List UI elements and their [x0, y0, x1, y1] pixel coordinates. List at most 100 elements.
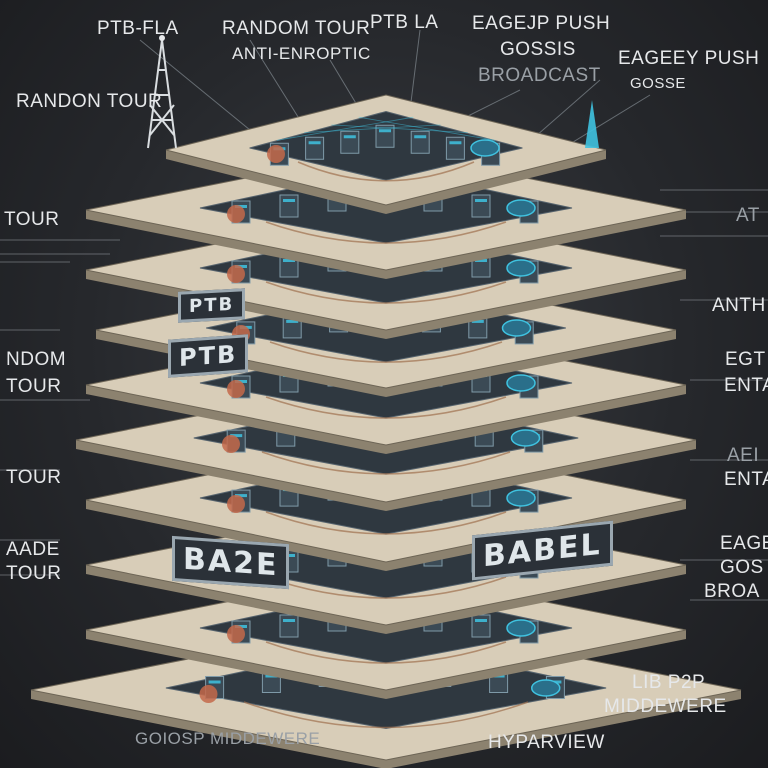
grid-line: [358, 116, 496, 141]
platform-layer: [165, 94, 607, 214]
rack-light: [208, 680, 221, 684]
copper-node-icon: [227, 205, 245, 223]
cable: [265, 221, 507, 244]
rack-light: [308, 141, 321, 145]
label-right-5: AEI: [727, 445, 760, 466]
dome-node-icon: [506, 374, 536, 392]
rack-light: [414, 135, 427, 139]
cable: [261, 451, 511, 475]
label-top-right-2: GOSSIS: [500, 39, 576, 60]
cable: [243, 701, 529, 729]
dome-node-icon: [501, 319, 532, 337]
label-top-far-right-1: EAGEEY PUSH: [618, 48, 760, 69]
cable: [265, 641, 507, 664]
connector-line: [559, 94, 651, 151]
rack-light: [475, 259, 487, 262]
rack-light: [235, 494, 247, 498]
label-bottom-right-2: MIDDEWERE: [604, 696, 727, 717]
server-rack-icon: [445, 136, 465, 160]
copper-node-icon: [267, 145, 285, 163]
server-rack-icon: [305, 136, 325, 160]
cable: [269, 341, 503, 363]
server-rack-icon: [471, 194, 491, 218]
label-left-7: TOUR: [6, 563, 62, 584]
rack-light: [235, 380, 247, 383]
grid-line: [331, 124, 468, 133]
connector-line: [139, 39, 251, 131]
label-top-center-1: RANDOM TOUR: [222, 18, 371, 39]
connector-line: [409, 29, 421, 111]
rack-light: [235, 625, 247, 628]
rack-light: [379, 129, 391, 133]
dome-node-icon: [510, 429, 541, 447]
antenna-tip: [159, 35, 165, 41]
rack-light: [471, 319, 484, 323]
server-rack-icon: [279, 194, 299, 218]
copper-node-icon: [222, 435, 240, 453]
label-left-1: RANDON TOUR: [16, 91, 163, 112]
copper-node-icon: [227, 265, 245, 283]
sign-ptb-mid: PTB: [168, 334, 249, 378]
rack-light: [283, 199, 295, 202]
label-right-2: ANTH: [712, 295, 766, 316]
label-top-center-2: PTB LA: [370, 12, 439, 33]
dome-node-icon: [506, 619, 536, 637]
copper-node-icon: [227, 380, 245, 398]
label-top-left: PTB-FLA: [97, 18, 179, 39]
connector-line: [249, 39, 301, 121]
label-bottom-left: GOIOSP MIDDEWERE: [135, 729, 321, 748]
platform-layers: [30, 94, 742, 768]
grid-line: [304, 124, 441, 133]
label-right-3: EGT: [725, 349, 766, 370]
dome-node-icon: [506, 259, 536, 277]
cable: [265, 576, 507, 599]
rack-light: [475, 619, 487, 622]
label-left-3: NDOM: [6, 349, 67, 370]
label-top-far-right-2: GOSSE: [630, 75, 686, 92]
label-right-7: EAGE: [720, 533, 768, 554]
label-left-2: TOUR: [4, 209, 60, 230]
server-rack-icon: [279, 614, 299, 638]
grid-line: [276, 116, 414, 141]
server-rack-icon: [410, 130, 430, 154]
rack-light: [235, 265, 247, 268]
label-bottom-right-1: LIB P2P: [632, 672, 706, 693]
cable: [297, 161, 475, 182]
copper-node-icon: [227, 495, 245, 513]
rack-light: [283, 619, 295, 622]
rack-light: [235, 205, 247, 208]
label-top-center-3: ANTI-ENROPTIC: [232, 44, 371, 63]
label-right-8: GOS: [720, 557, 764, 578]
dome-node-icon: [531, 679, 561, 697]
label-right-9: BROA: [704, 581, 760, 602]
label-left-6: AADE: [6, 539, 60, 560]
connector-line: [459, 89, 521, 121]
copper-node-icon: [227, 625, 245, 643]
server-rack-icon: [340, 130, 360, 154]
rack-light: [475, 199, 487, 202]
dome-node-icon: [506, 489, 536, 507]
dome-node-icon: [470, 139, 500, 157]
server-rack-icon: [471, 614, 491, 638]
label-bottom-center: HYPARVIEW: [488, 732, 605, 753]
label-top-right-1: EAGEJP PUSH: [472, 13, 611, 34]
label-right-1: AT: [736, 205, 760, 226]
label-left-4: TOUR: [6, 376, 62, 397]
cable: [265, 281, 507, 304]
cable: [265, 511, 507, 535]
label-top-right-3: BROADCAST: [478, 65, 601, 86]
cable: [265, 396, 507, 419]
beacon-icon: [585, 100, 599, 148]
antenna-tower-icon: [147, 35, 599, 149]
dome-node-icon: [506, 199, 536, 217]
sign-base: BA2E: [172, 535, 290, 590]
label-left-5: TOUR: [6, 467, 62, 488]
rack-light: [286, 319, 299, 323]
rack-light: [283, 259, 295, 262]
rack-light: [343, 135, 356, 139]
connector-line: [329, 59, 361, 111]
